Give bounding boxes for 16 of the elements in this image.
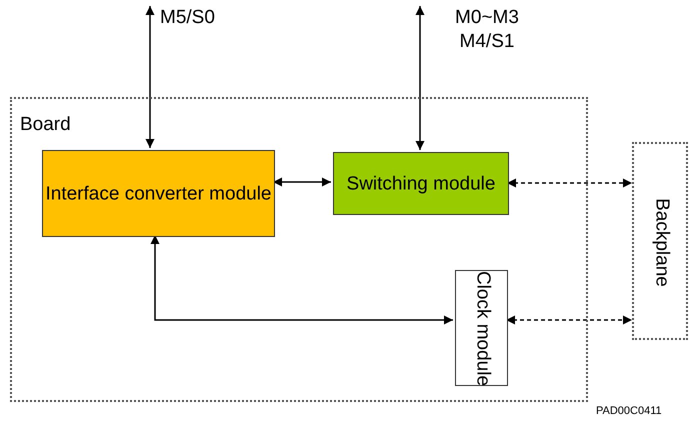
module-box	[42, 150, 275, 237]
arrow	[273, 178, 331, 186]
module-label: Interface converter module	[44, 182, 272, 205]
module-label: Backplane	[650, 197, 674, 289]
module-box	[455, 270, 508, 386]
module-label: Clock module	[471, 270, 494, 386]
arrow	[146, 6, 154, 148]
board-heading: Board	[20, 113, 71, 136]
module-box	[333, 152, 509, 215]
backplane-box	[632, 142, 688, 340]
arrow	[416, 6, 424, 150]
module-label: Switching module	[346, 172, 496, 195]
arrow	[507, 178, 632, 188]
arrow	[506, 316, 632, 324]
board-frame	[10, 97, 588, 402]
arrow	[150, 235, 453, 324]
